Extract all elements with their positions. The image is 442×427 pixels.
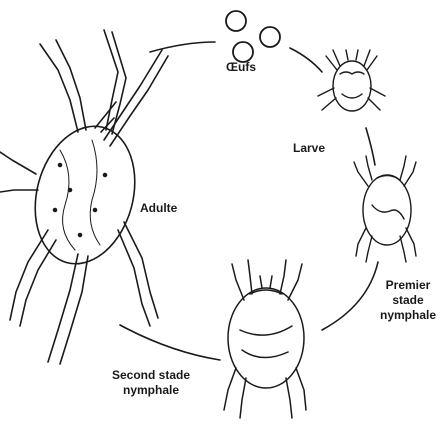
arc-adult-to-eggs — [150, 42, 215, 52]
first-nymph-label-line: stade — [380, 293, 436, 308]
second-nymph-label-line: Second stade — [112, 368, 190, 383]
second-nymph-mite-icon — [224, 260, 306, 418]
second-nymph-label-line: nymphale — [112, 383, 190, 398]
arc-eggs-to-larva — [290, 48, 322, 72]
first-nymph-label-line: Premier — [380, 278, 436, 293]
first-nymph-label: Premier stade nymphale — [380, 278, 436, 323]
adult-label: Adulte — [140, 201, 177, 216]
first-nymph-label-line: nymphale — [380, 308, 436, 323]
first-nymph-mite-icon — [354, 156, 416, 262]
eggs-label: Œufs — [226, 60, 256, 75]
arc-nymph1-to-nymph2 — [322, 262, 378, 330]
egg-icon — [226, 11, 280, 62]
arc-nymph2-to-adult — [120, 325, 220, 360]
larva-label: Larve — [293, 141, 325, 156]
larva-mite-icon — [318, 50, 385, 111]
adult-mite-icon — [0, 30, 168, 364]
second-nymph-label: Second stade nymphale — [112, 368, 190, 398]
